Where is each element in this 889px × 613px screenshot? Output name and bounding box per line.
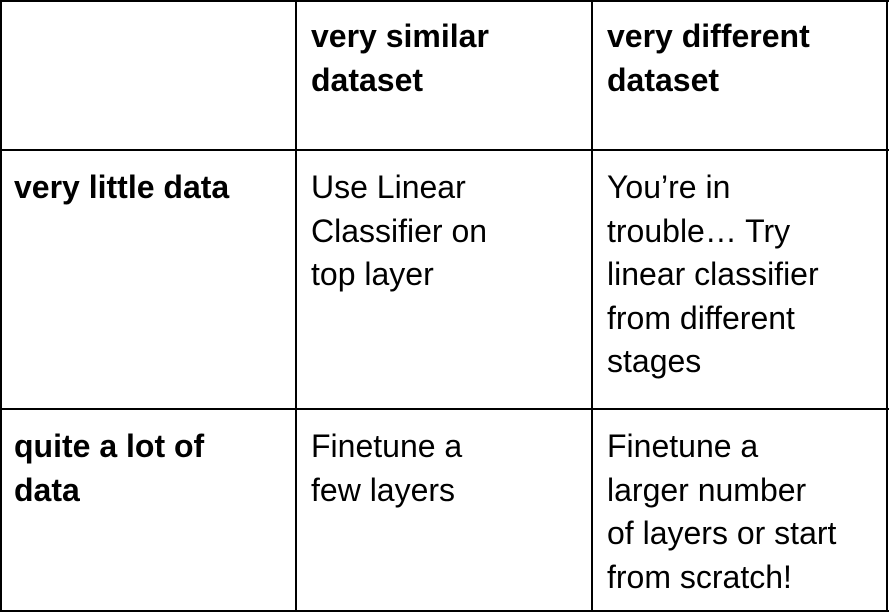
table-border-bottom	[0, 610, 889, 612]
cell-little-data-different: You’re in trouble… Try linear classifier…	[607, 169, 819, 379]
cell-lot-data-different: Finetune a larger number of layers or st…	[607, 428, 837, 595]
table-divider-row-1	[0, 149, 889, 151]
table-divider-col-1	[295, 0, 297, 612]
cell-lot-data-similar: Finetune a few layers	[311, 428, 463, 508]
table-border-right	[886, 0, 888, 612]
table-divider-row-2	[0, 408, 889, 410]
header-very-similar-dataset: very similar dataset	[311, 18, 489, 98]
cell-little-data-similar: Use Linear Classifier on top layer	[311, 169, 488, 292]
table-border-top	[0, 0, 889, 2]
table-border-left	[0, 0, 2, 612]
header-very-different-dataset: very different dataset	[607, 18, 810, 98]
table-divider-col-2	[591, 0, 593, 612]
row-label-quite-a-lot-of-data: quite a lot of data	[14, 428, 205, 508]
row-label-very-little-data: very little data	[14, 169, 230, 205]
